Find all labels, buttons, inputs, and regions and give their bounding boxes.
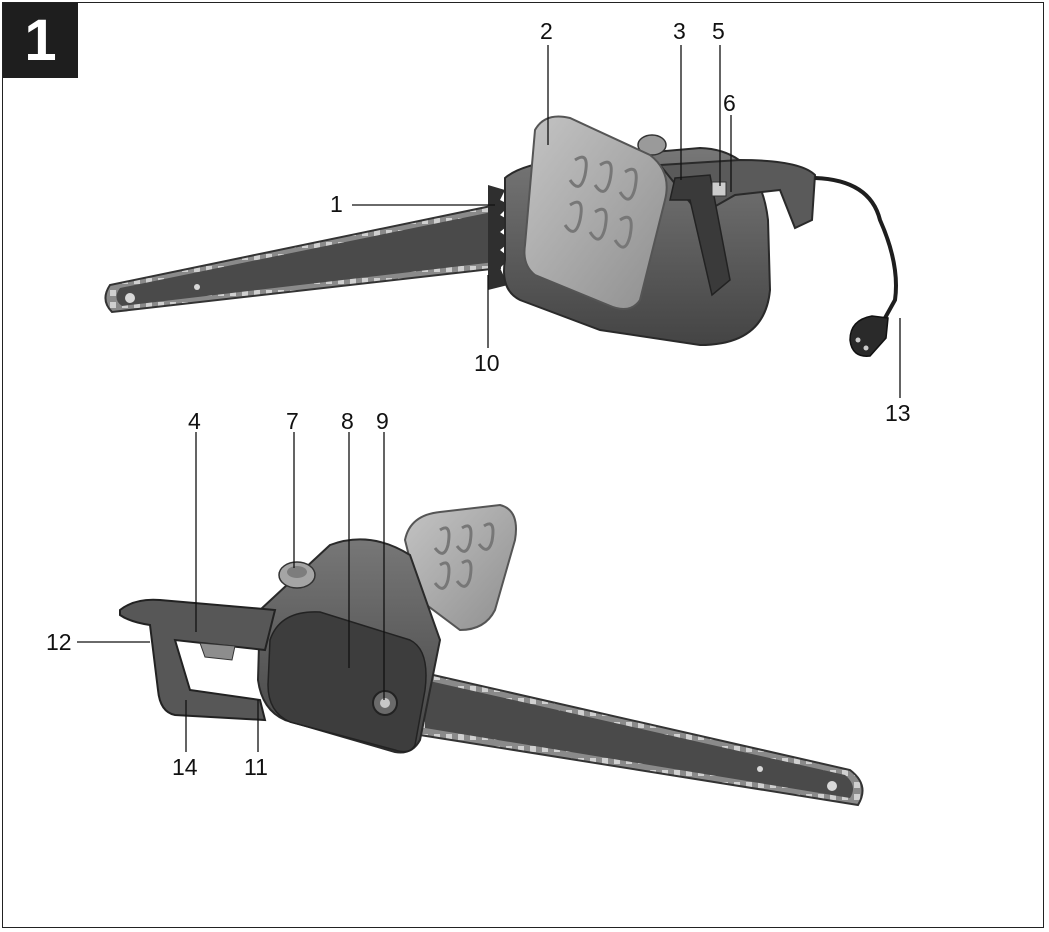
bottom-bar-nose-rivet <box>827 781 837 791</box>
bottom-bar-hole <box>757 766 763 772</box>
bottom-rear-handle <box>119 598 277 722</box>
callout-8: 8 <box>341 408 354 434</box>
callout-5: 5 <box>712 18 725 44</box>
callout-10: 10 <box>474 350 500 376</box>
callout-14: 14 <box>172 754 198 780</box>
top-bar-nose-rivet <box>125 293 135 303</box>
bottom-chainsaw <box>119 503 864 807</box>
top-spike-bumper <box>488 185 512 290</box>
bottom-sprocket-cover <box>267 611 427 753</box>
callout-4: 4 <box>188 408 201 434</box>
callout-6: 6 <box>723 90 736 116</box>
top-chainsaw <box>104 115 898 357</box>
callout-12: 12 <box>46 629 72 655</box>
callout-9: 9 <box>376 408 389 434</box>
top-bar-hole <box>194 284 200 290</box>
top-guard-ribs <box>563 155 638 249</box>
callout-7: 7 <box>286 408 299 434</box>
callout-11: 11 <box>244 754 268 780</box>
top-oil-cap <box>637 134 667 156</box>
bottom-guide-bar <box>425 680 854 798</box>
top-lock-button <box>711 181 727 197</box>
top-guide-bar <box>116 212 495 306</box>
callout-1: 1 <box>330 191 343 217</box>
top-front-handle <box>669 174 731 297</box>
callout-3: 3 <box>673 18 686 44</box>
figure-number-badge: 1 <box>3 3 78 78</box>
top-mains-plug <box>849 315 889 357</box>
callout-leaders <box>77 45 901 752</box>
bottom-hand-guard <box>403 503 517 632</box>
bottom-guard-ribs <box>433 522 495 590</box>
top-power-cable <box>814 176 898 319</box>
bottom-trigger <box>199 642 236 661</box>
callout-13: 13 <box>885 400 911 426</box>
callout-2: 2 <box>540 18 553 44</box>
